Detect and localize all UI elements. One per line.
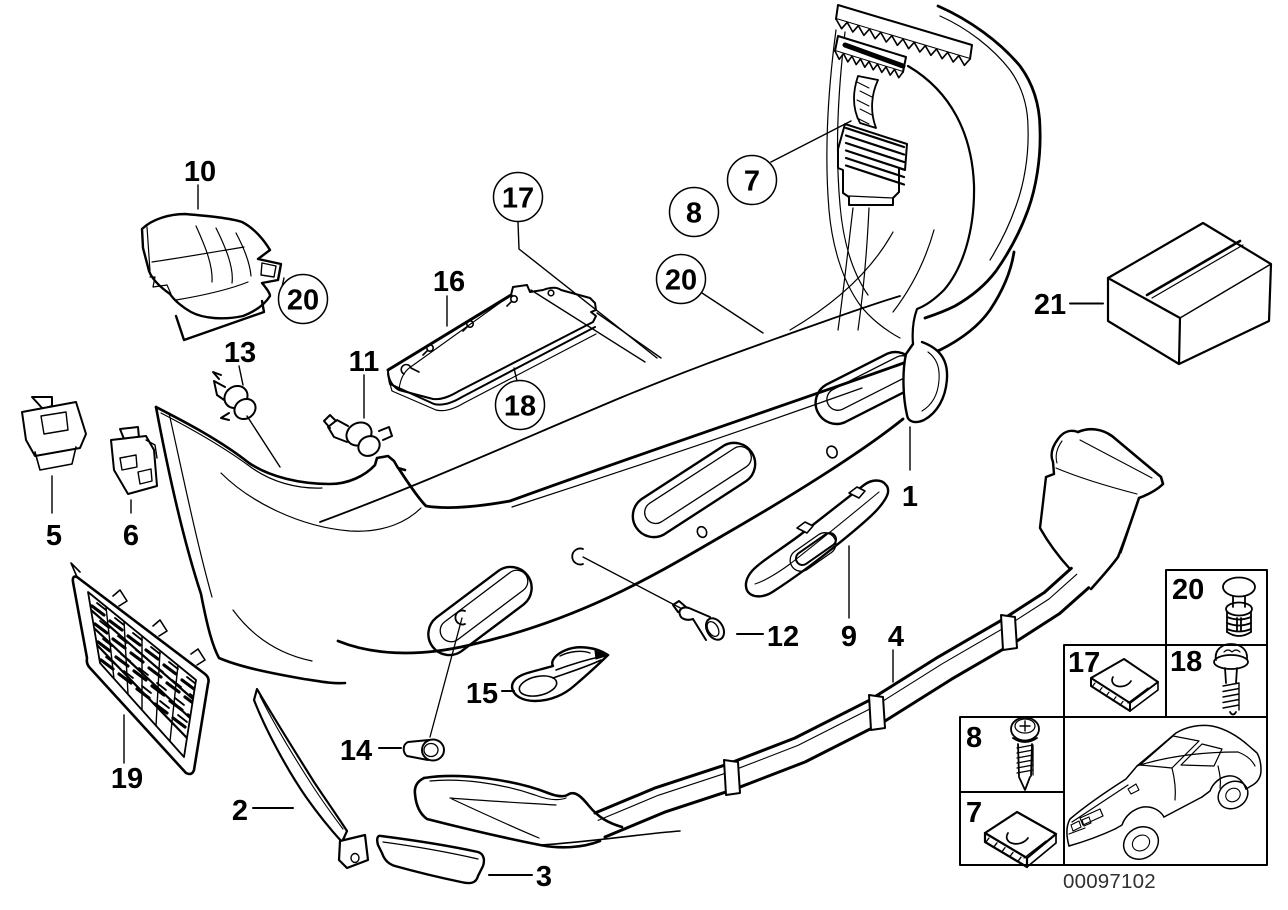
svg-text:10: 10: [184, 156, 216, 188]
svg-text:1: 1: [902, 481, 918, 513]
svg-text:17: 17: [1068, 647, 1100, 679]
svg-text:20: 20: [1172, 574, 1204, 606]
svg-text:4: 4: [888, 621, 904, 653]
svg-text:21: 21: [1034, 289, 1066, 321]
svg-text:00097102: 00097102: [1063, 870, 1156, 893]
svg-text:15: 15: [466, 678, 498, 710]
svg-text:7: 7: [966, 797, 982, 829]
svg-text:11: 11: [349, 346, 380, 378]
svg-text:13: 13: [224, 337, 256, 369]
svg-text:14: 14: [340, 735, 372, 767]
svg-text:9: 9: [841, 621, 857, 653]
svg-text:7: 7: [744, 166, 760, 198]
svg-text:5: 5: [46, 520, 62, 552]
svg-text:20: 20: [287, 285, 319, 317]
svg-text:2: 2: [232, 795, 248, 827]
svg-text:16: 16: [433, 266, 465, 298]
svg-text:19: 19: [111, 763, 143, 795]
svg-text:3: 3: [536, 861, 552, 893]
svg-text:8: 8: [686, 198, 702, 230]
svg-text:20: 20: [665, 265, 697, 297]
svg-text:17: 17: [502, 183, 534, 215]
svg-text:18: 18: [504, 391, 536, 423]
svg-text:12: 12: [767, 621, 799, 653]
svg-text:18: 18: [1170, 646, 1202, 678]
svg-text:8: 8: [966, 722, 982, 754]
svg-text:6: 6: [123, 520, 139, 552]
